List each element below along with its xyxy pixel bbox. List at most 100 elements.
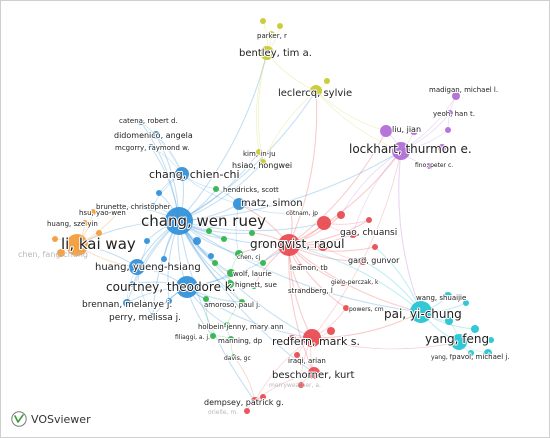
label-catena[interactable]: catena, robert d. [118, 116, 179, 126]
label-merryweather[interactable]: merryweather, a. [269, 382, 321, 389]
node-amoroso[interactable] [239, 299, 245, 305]
node-cotnam[interactable] [288, 210, 294, 216]
label-iraqi[interactable]: iraqi, arian [287, 356, 327, 366]
node-parker[interactable] [267, 31, 275, 39]
node-r-extra6[interactable] [327, 327, 335, 335]
node-r-extra7[interactable] [288, 335, 296, 343]
node-liu[interactable] [380, 125, 392, 137]
node-hsiao[interactable] [260, 159, 266, 165]
label-huang-yh[interactable]: huang, yueng-hsiang [94, 261, 202, 274]
node-brunette[interactable] [150, 203, 156, 209]
label-chang-wr[interactable]: chang, wen ruey [140, 211, 267, 231]
node-chang-wr[interactable] [165, 207, 193, 235]
node-strandberg[interactable] [298, 288, 304, 294]
node-gao[interactable] [349, 230, 357, 238]
node-y-extra3[interactable] [324, 78, 330, 84]
node-p-extra1[interactable] [438, 144, 446, 152]
node-b-extra5[interactable] [161, 256, 167, 262]
node-davis[interactable] [231, 354, 237, 360]
node-chen-fc[interactable] [57, 249, 65, 257]
node-lockhart[interactable] [392, 142, 410, 160]
node-brennan[interactable] [123, 299, 131, 307]
label-gronqvist[interactable]: gronqvist, raoul [249, 236, 345, 252]
label-brennan[interactable]: brennan, melanye j. [81, 299, 173, 311]
label-fino[interactable]: fino, peter c. [414, 161, 454, 170]
node-wolf[interactable] [227, 269, 235, 277]
node-yang[interactable] [451, 334, 467, 350]
label-didomenico[interactable]: didomenico, angela [113, 130, 194, 141]
label-bentley[interactable]: bentley, tim a. [238, 47, 313, 60]
node-huang-zy[interactable] [82, 220, 88, 226]
node-madigan[interactable] [452, 92, 460, 100]
node-g-extra4[interactable] [260, 260, 266, 266]
node-r-extra8[interactable] [260, 394, 266, 400]
node-p-extra3[interactable] [445, 127, 451, 133]
node-b-extra8[interactable] [130, 281, 136, 287]
node-p-extra2[interactable] [410, 127, 418, 135]
node-gard[interactable] [359, 257, 367, 265]
label-hignett[interactable]: hignett, sue [234, 280, 278, 290]
node-r-extra1[interactable] [317, 216, 331, 230]
node-filiaggi[interactable] [210, 333, 216, 339]
label-amoroso[interactable]: amoroso, paul j. [203, 300, 261, 310]
label-redfern[interactable]: redfern, mark s. [271, 334, 361, 349]
node-powers[interactable] [343, 305, 349, 311]
node-o-extra1[interactable] [96, 230, 102, 236]
label-leclercq[interactable]: leclercq, sylvie [277, 87, 353, 100]
node-manning[interactable] [228, 336, 234, 342]
node-g-extra5[interactable] [212, 260, 218, 266]
node-huang-yh[interactable] [129, 259, 145, 275]
label-strandberg[interactable]: strandberg, l [287, 286, 334, 296]
node-y-extra2[interactable] [277, 23, 283, 29]
label-yang-f2[interactable]: yang, f. [430, 353, 454, 362]
node-b-extra2[interactable] [119, 204, 125, 210]
node-hignett[interactable] [226, 280, 234, 288]
label-chang-cc[interactable]: chang, chien-chi [148, 167, 241, 182]
node-leclercq[interactable] [310, 85, 322, 97]
node-b-extra6[interactable] [144, 238, 150, 244]
label-chen-fc[interactable]: chen, fang-chung [18, 250, 88, 259]
label-hsu[interactable]: hsu, yao-wen [78, 208, 127, 218]
node-c-extra2[interactable] [471, 325, 479, 333]
node-orielle[interactable] [244, 408, 250, 414]
label-leamon[interactable]: leamon, tb [289, 263, 329, 273]
node-b-extra3[interactable] [193, 237, 201, 245]
label-yeoh[interactable]: yeoh, han t. [432, 109, 476, 119]
node-yang-f2[interactable] [468, 350, 474, 356]
node-bentley[interactable] [260, 46, 274, 60]
node-chang-cc[interactable] [175, 167, 189, 181]
node-didomenico[interactable] [152, 131, 160, 139]
label-hsiao[interactable]: hsiao, hongwei [231, 160, 293, 171]
node-y-extra1[interactable] [260, 18, 266, 24]
node-holbein[interactable] [224, 322, 230, 328]
label-lockhart[interactable]: lockhart, thurmon e. [348, 141, 473, 157]
node-r-extra4[interactable] [366, 217, 372, 223]
node-courtney[interactable] [176, 276, 198, 298]
label-hendricks[interactable]: hendricks, scott [222, 185, 280, 195]
label-mcgorry[interactable]: mcgorry, raymond w. [114, 143, 190, 153]
node-catena[interactable] [138, 119, 144, 125]
label-cotnam[interactable]: cotnam, jp [285, 209, 319, 218]
label-wang[interactable]: wang, shuaijie [415, 293, 467, 303]
node-mcgorry[interactable] [148, 144, 154, 150]
node-li[interactable] [66, 234, 88, 256]
label-perry[interactable]: perry, melissa j. [108, 312, 182, 324]
node-yeoh[interactable] [447, 110, 453, 116]
label-courtney[interactable]: courtney, theodore k. [105, 279, 237, 295]
label-manning[interactable]: manning, dp [217, 336, 264, 346]
label-powers[interactable]: powers, cm [348, 305, 385, 314]
label-orielle[interactable]: orielle, m. [208, 409, 238, 416]
label-li[interactable]: li, kai way [60, 234, 137, 254]
node-kim[interactable] [256, 149, 262, 155]
node-fino[interactable] [426, 163, 432, 169]
label-holbein[interactable]: holbein-jenny, mary ann [197, 322, 285, 332]
label-parker[interactable]: parker, r [256, 31, 288, 41]
node-beschorner[interactable] [308, 367, 320, 379]
label-gard[interactable]: gard, gunvor [347, 255, 401, 266]
node-matz[interactable] [233, 198, 245, 210]
node-pai[interactable] [410, 301, 432, 323]
node-o-extra2[interactable] [52, 236, 58, 242]
label-filiaggi[interactable]: filiaggi, a. j. [174, 333, 211, 342]
node-c-extra3[interactable] [488, 337, 494, 343]
